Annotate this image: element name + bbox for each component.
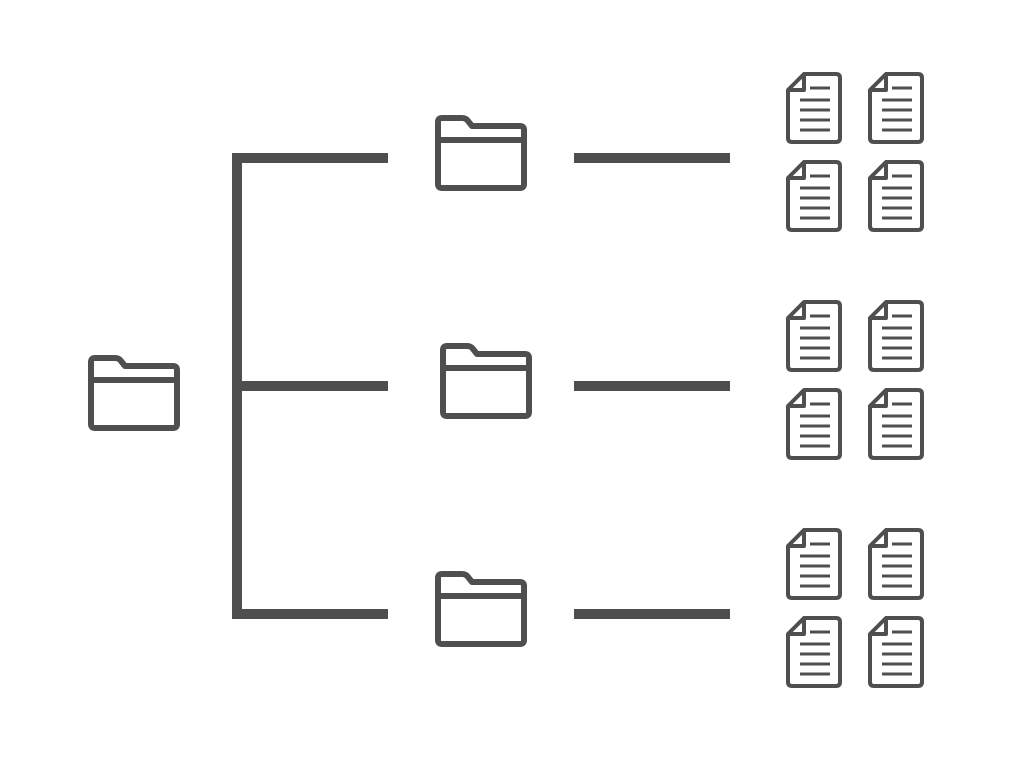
tree-connectors [232,153,730,619]
folder-icon [440,343,532,419]
document-icon [868,72,924,144]
document-icon [786,72,842,144]
tree-nodes [88,72,924,688]
document-icon [786,300,842,372]
document-icon [868,300,924,372]
document-icon [786,160,842,232]
document-icon [786,388,842,460]
folder-root-icon [88,355,180,431]
document-icon [868,160,924,232]
document-icon [868,388,924,460]
document-icon [786,528,842,600]
document-icon [868,528,924,600]
folder-icon [435,571,527,647]
document-icon [786,616,842,688]
folder-icon [435,115,527,191]
document-icon [868,616,924,688]
